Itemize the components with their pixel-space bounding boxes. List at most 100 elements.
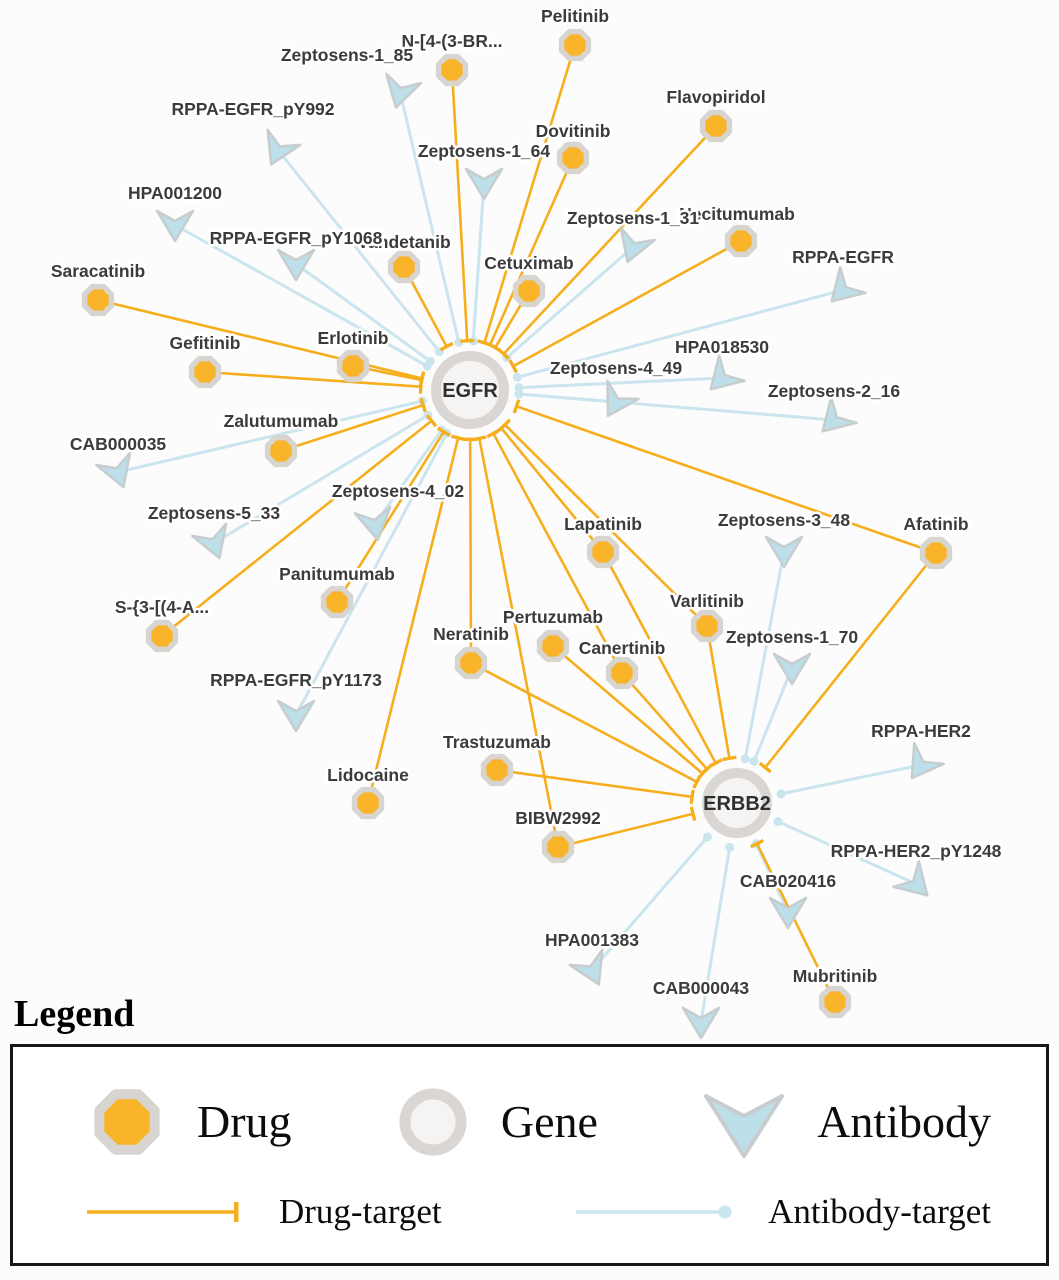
drug-node-zalutumumab[interactable] [264, 434, 298, 468]
legend-edge-row: Drug-target Antibody-target [83, 1192, 991, 1232]
node-label-flavopiridol: Flavopiridol [666, 87, 765, 107]
antibody-nodes [95, 72, 946, 1040]
antibody-node-rppa-egfr[interactable] [819, 266, 867, 314]
drug-target-edge [477, 44, 577, 347]
node-label-neratinib: Neratinib [433, 624, 509, 644]
antibody-target-edge [512, 288, 844, 382]
drug-node-dovitinib[interactable] [556, 141, 590, 175]
antibody-node-zeptosens-4-49[interactable] [592, 379, 640, 425]
antibody-node-hpa018530[interactable] [698, 354, 746, 402]
drug-target-line-icon [87, 1202, 239, 1223]
antibody-node-rppa-egfr-py1068[interactable] [276, 248, 316, 282]
node-label-zeptosens-5-33: Zeptosens-5_33 [148, 503, 281, 523]
legend-node-row: Drug Gene Antibody [83, 1078, 991, 1166]
node-label-zeptosens-1-70: Zeptosens-1_70 [726, 627, 859, 647]
drug-node-varlitinib[interactable] [690, 609, 724, 643]
antibody-node-rppa-egfr-py992[interactable] [255, 128, 302, 172]
antibody-target-edge [213, 410, 433, 545]
gene-node-erbb2[interactable]: ERBB2 [702, 768, 772, 838]
drug-target-edge [280, 397, 427, 453]
drug-node-vandetanib[interactable] [387, 250, 421, 284]
antibody-target-edge [174, 223, 432, 371]
antibody-node-zeptosens-3-48[interactable] [764, 535, 804, 569]
drug-icon [94, 1088, 160, 1155]
drug-node-saracatinib[interactable] [81, 283, 115, 317]
antibody-node-zeptosens-1-85[interactable] [378, 72, 423, 112]
drug-node-s-3-4-a[interactable] [145, 619, 179, 653]
node-label-erlotinib: Erlotinib [318, 328, 389, 348]
node-label-zalutumumab: Zalutumumab [224, 411, 339, 431]
drug-target-edge [486, 428, 624, 674]
drug-node-mubritinib[interactable] [818, 985, 852, 1019]
node-label-necitumumab: Necitumumab [679, 204, 795, 224]
antibody-target-edge [398, 91, 464, 347]
antibody-target-edge [117, 396, 427, 474]
legend-item-antibody: Antibody [697, 1082, 991, 1162]
antibody-node-cab020416[interactable] [768, 896, 808, 930]
drug-node-afatinib[interactable] [919, 536, 953, 570]
node-label-bibw2992: BIBW2992 [515, 808, 601, 828]
antibody-node-zeptosens-5-33[interactable] [191, 522, 236, 565]
node-label-lidocaine: Lidocaine [327, 765, 409, 785]
antibody-node-hpa001383[interactable] [568, 948, 615, 992]
drug-node-necitumumab[interactable] [724, 224, 758, 258]
drug-node-panitumumab[interactable] [320, 585, 354, 619]
drug-node-n-4-3-br[interactable] [435, 53, 469, 87]
drug-node-pertuzumab[interactable] [536, 629, 570, 663]
antibody-node-zeptosens-2-16[interactable] [810, 396, 858, 444]
node-label-zeptosens-1-31: Zeptosens-1_31 [567, 208, 700, 228]
node-label-pertuzumab: Pertuzumab [503, 607, 603, 627]
antibody-node-cab000035[interactable] [95, 451, 140, 494]
node-label-gefitinib: Gefitinib [170, 333, 241, 353]
legend-label-antibody-target: Antibody-target [768, 1192, 991, 1232]
antibody-node-zeptosens-1-70[interactable] [772, 652, 812, 686]
drug-node-cetuximab[interactable] [512, 274, 546, 308]
node-label-cetuximab: Cetuximab [484, 253, 573, 273]
drug-node-canertinib[interactable] [605, 656, 639, 690]
node-label-hpa001383: HPA001383 [545, 930, 639, 950]
drug-target-edge [463, 437, 478, 664]
antibody-node-rppa-egfr-py1173[interactable] [276, 699, 316, 733]
drug-node-bibw2992[interactable] [541, 830, 575, 864]
legend-item-gene: Gene [391, 1080, 598, 1164]
drug-node-neratinib[interactable] [454, 646, 488, 680]
node-label-zeptosens-1-64: Zeptosens-1_64 [418, 141, 551, 161]
gene-icon [399, 1088, 467, 1156]
node-label-mubritinib: Mubritinib [793, 966, 878, 986]
drug-node-pelitinib[interactable] [558, 28, 592, 62]
drug-node-lidocaine[interactable] [351, 786, 385, 820]
node-label-saracatinib: Saracatinib [51, 261, 145, 281]
gene-node-egfr[interactable]: EGFR [431, 351, 509, 429]
antibody-target-edge [276, 149, 444, 357]
node-label-cab000035: CAB000035 [70, 434, 167, 454]
drug-target-edge [470, 661, 702, 789]
antibody-node-zeptosens-1-64[interactable] [464, 167, 504, 201]
antibody-node-hpa001200[interactable] [155, 209, 195, 243]
drug-node-trastuzumab[interactable] [480, 753, 514, 787]
antibody-target-edge [590, 832, 712, 971]
node-label-zeptosens-2-16: Zeptosens-2_16 [768, 381, 901, 401]
antibody-target-edge [502, 245, 634, 363]
node-label-cab000043: CAB000043 [653, 978, 750, 998]
node-label-rppa-egfr: RPPA-EGFR [792, 247, 894, 267]
drug-node-lapatinib[interactable] [586, 535, 620, 569]
drug-target-edge [496, 768, 695, 804]
antibody-icon [704, 1093, 785, 1158]
gene-nodes: EGFR ERBB2 [431, 351, 772, 838]
antibody-node-zeptosens-1-31[interactable] [611, 226, 656, 269]
drug-target-edge [482, 157, 575, 350]
drug-node-flavopiridol[interactable] [699, 109, 733, 143]
antibody-target-edge [514, 389, 835, 422]
drug-node-erlotinib[interactable] [336, 349, 370, 383]
antibody-node-rppa-her2-py1248[interactable] [892, 860, 940, 908]
drug-target-edge [557, 806, 697, 849]
drug-node-gefitinib[interactable] [188, 355, 222, 389]
drug-target-edge [366, 434, 466, 804]
drug-target-edge [508, 239, 742, 374]
antibody-node-rppa-her2[interactable] [897, 741, 946, 788]
antibody-target-line-icon [576, 1205, 732, 1219]
drug-target-edge [621, 672, 714, 775]
antibody-node-cab000043[interactable] [681, 1006, 721, 1040]
antibody-node-zeptosens-4-02[interactable] [353, 505, 396, 543]
antibody-target-edge [773, 817, 917, 886]
